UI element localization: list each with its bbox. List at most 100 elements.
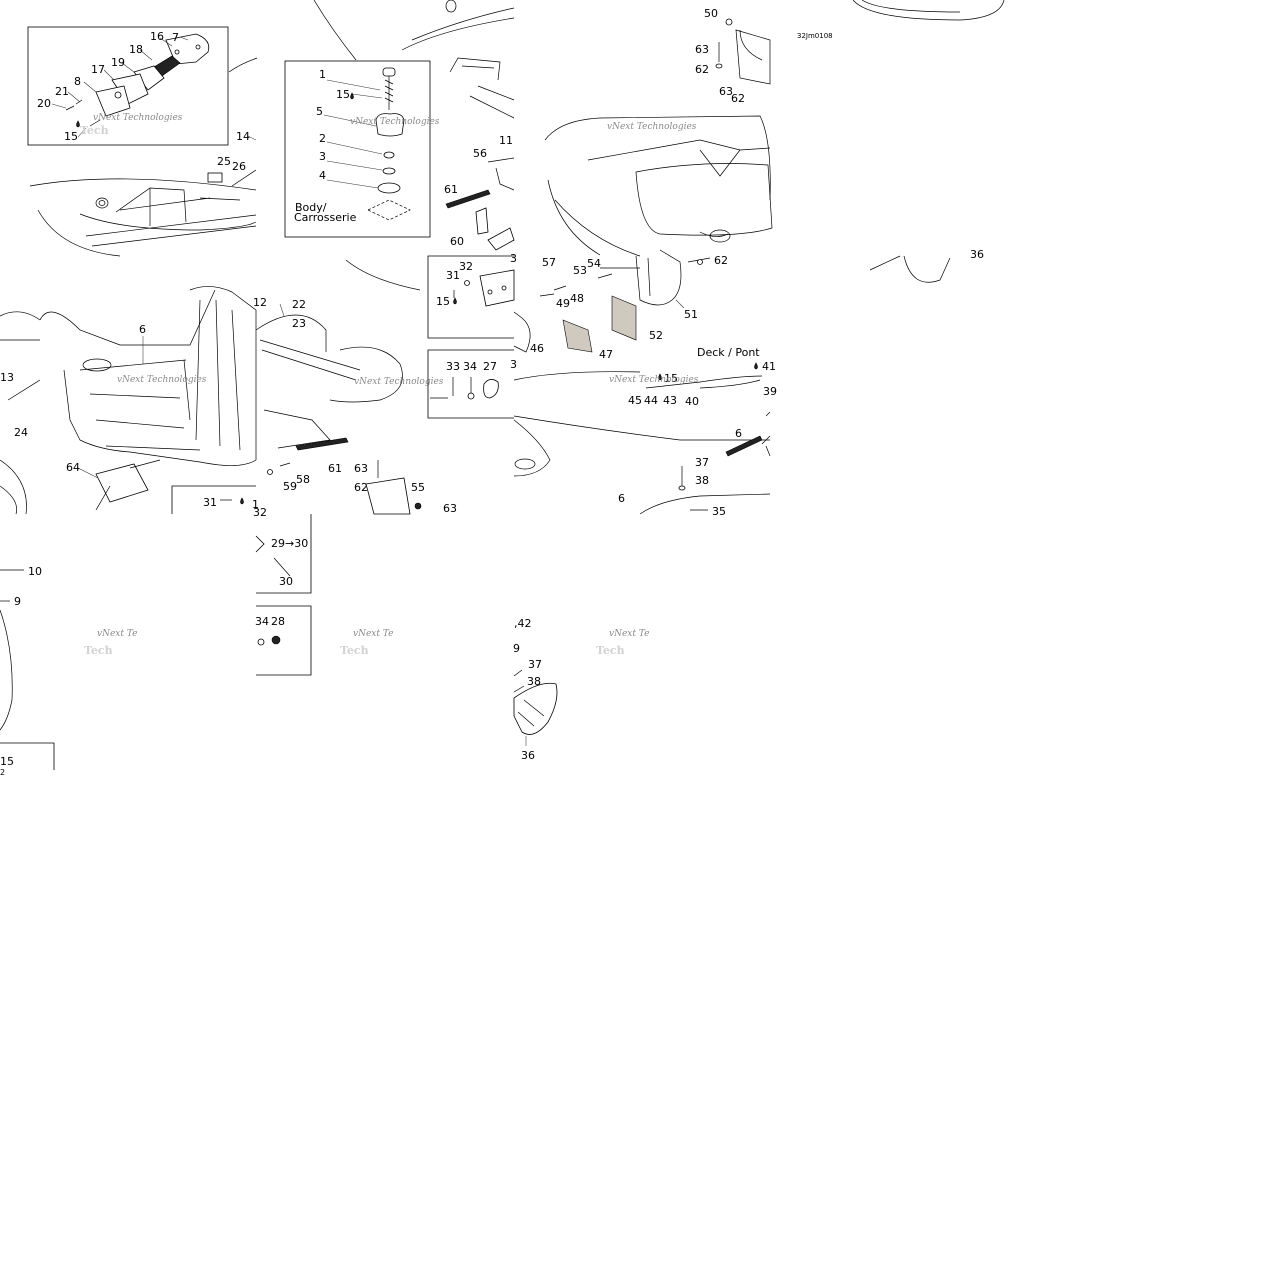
callout-31: 31 [446, 269, 460, 282]
callout-52: 52 [649, 329, 663, 342]
callout-15: 15 [336, 88, 350, 101]
callout-22: 22 [292, 298, 306, 311]
body-label: Body/ [295, 201, 327, 214]
pad-47 [562, 319, 593, 353]
callout-63: 63 [695, 43, 709, 56]
callout-50: 50 [704, 7, 718, 20]
callout-61: 61 [328, 462, 342, 475]
tile-i: 29→30 30 32 34 28 vNext Te Tech [253, 506, 393, 676]
callout-53: 53 [573, 264, 587, 277]
callout-44: 44 [644, 394, 658, 407]
callout-20: 20 [37, 97, 51, 110]
callout-16: 16 [150, 30, 164, 43]
callout-36: 36 [521, 749, 535, 762]
tile-j: ,42 9 37 38 36 vNext Te Tech [513, 617, 649, 762]
callout-43: 43 [663, 394, 677, 407]
pad-52 [611, 295, 637, 341]
tile-a: 16 7 18 19 17 8 21 20 15 vNext Technolog… [27, 26, 258, 257]
callout-33: 33 [446, 360, 460, 373]
bump-stop-inset-box [284, 60, 431, 238]
callout-46: 46 [530, 342, 544, 355]
callout-62: 62 [695, 63, 709, 76]
svg-text:vNext Technologies: vNext Technologies [350, 117, 440, 127]
svg-text:vNext Technologies: vNext Technologies [609, 375, 699, 385]
callout-35: 35 [712, 505, 726, 518]
callout-9: 9 [14, 595, 21, 608]
bracket-64 [95, 463, 149, 503]
strip-61 [295, 437, 349, 451]
callout-6: 6 [139, 323, 146, 336]
callout-39: 39 [763, 385, 777, 398]
callout-47: 47 [599, 348, 613, 361]
callout-3: 3 [510, 252, 517, 265]
tile-b: 1 15 5 2 3 4 Body/ Carrosserie vNext Tec… [284, 0, 515, 238]
callout-4: 4 [319, 169, 326, 182]
callout-64: 64 [66, 461, 80, 474]
callout-15: 15 [664, 372, 678, 385]
callout-37: 37 [695, 456, 709, 469]
callout-19: 19 [111, 56, 125, 69]
callout-1: 1 [319, 68, 326, 81]
callout-54: 54 [587, 257, 601, 270]
callout-11: 11 [499, 134, 513, 147]
callout-1: 1 [252, 498, 259, 511]
callout-32: 32 [253, 506, 267, 519]
callout-3: 3 [510, 358, 517, 371]
svg-text:2: 2 [0, 768, 5, 777]
callout-25: 25 [217, 155, 231, 168]
callout-30: 30 [279, 575, 293, 588]
callout-29-to-30: 29→30 [271, 537, 308, 550]
callout-59: 59 [283, 480, 297, 493]
tile-f: 56 11 61 60 31 32 3 15 33 34 27 3 [427, 134, 517, 419]
tile-g: 62 54 53 57 48 49 46 47 52 51 Deck / Pon… [513, 249, 777, 518]
callout-15: 15 [64, 130, 78, 143]
callout-6: 6 [735, 427, 742, 440]
carrosserie-label: Carrosserie [294, 211, 357, 224]
callout-34: 34 [255, 615, 269, 628]
callout-9: 9 [513, 642, 520, 655]
callout-34: 34 [463, 360, 477, 373]
svg-text:vNext Te: vNext Te [353, 629, 393, 639]
tile-h: 10 9 15 2 vNext Te Tech [0, 565, 137, 777]
callout-49: 49 [556, 297, 570, 310]
callout-51: 51 [684, 308, 698, 321]
svg-text:Tech: Tech [84, 644, 113, 657]
tow-bracket [479, 269, 515, 307]
callout-63: 63 [719, 85, 733, 98]
svg-text:vNext Te: vNext Te [609, 629, 649, 639]
svg-text:Tech: Tech [596, 644, 625, 657]
callout-40: 40 [685, 395, 699, 408]
callout-48: 48 [570, 292, 584, 305]
svg-text:vNext Te: vNext Te [97, 629, 137, 639]
callout-31: 31 [203, 496, 217, 509]
callout-42: ,42 [514, 617, 532, 630]
bumper-inset-box [27, 26, 229, 146]
callout-61: 61 [444, 183, 458, 196]
strip-61b [445, 189, 491, 209]
callout-55: 55 [411, 481, 425, 494]
callout-18: 18 [129, 43, 143, 56]
callout-7: 7 [172, 31, 179, 44]
callout-62: 62 [354, 481, 368, 494]
callout-63: 63 [443, 502, 457, 515]
callout-21: 21 [55, 85, 69, 98]
callout-27: 27 [483, 360, 497, 373]
callout-10: 10 [28, 565, 42, 578]
svg-text:vNext Technologies: vNext Technologies [117, 375, 207, 385]
deck-label: Deck / Pont [697, 346, 760, 359]
watermark: vNext Technologies [93, 113, 183, 123]
svg-text:vNext Technologies: vNext Technologies [354, 377, 444, 387]
callout-3: 3 [319, 150, 326, 163]
callout-13: 13 [0, 371, 14, 384]
tile-d: 6 13 24 12 vNext Technologies 64 [0, 286, 267, 515]
callout-5: 5 [316, 105, 323, 118]
callout-62: 62 [731, 92, 745, 105]
callout-41: 41 [762, 360, 776, 373]
callout-57: 57 [542, 256, 556, 269]
callout-26: 26 [232, 160, 246, 173]
callout-23: 23 [292, 317, 306, 330]
callout-58: 58 [296, 473, 310, 486]
callout-15: 15 [436, 295, 450, 308]
callout-2: 2 [319, 132, 326, 145]
